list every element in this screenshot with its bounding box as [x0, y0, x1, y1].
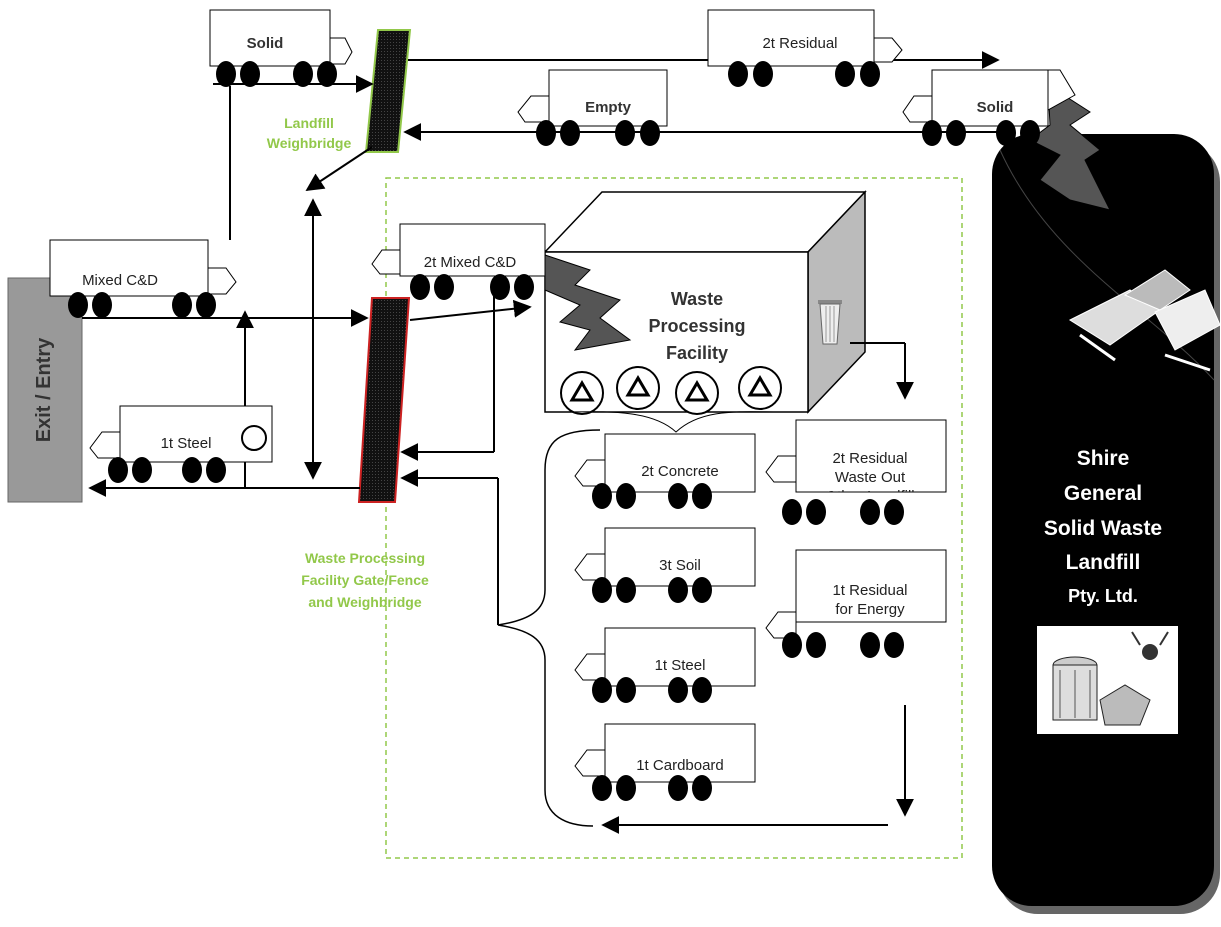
wpf-gate-label-1: Waste Processing	[305, 550, 425, 566]
landfill-line-1: Shire	[1077, 447, 1130, 470]
truck-2t-mixed-cd-label: 2t Mixed C&D	[424, 254, 517, 271]
landfill-weighbridge-label-2: Weighbridge	[267, 135, 352, 151]
truck-residual-out: 2t Residual Waste Out Other Landfill	[766, 420, 946, 525]
wpf-label-1: Waste	[671, 289, 723, 309]
garbage-bins-picture	[1037, 626, 1178, 734]
truck-2t-concrete-label: 2t Concrete	[641, 463, 719, 480]
truck-3t-soil-label: 3t Soil	[659, 557, 701, 574]
truck-3t-soil: 3t Soil	[575, 528, 755, 603]
truck-2t-mixed-cd: 2t Mixed C&D	[372, 224, 545, 300]
recycle-icon	[676, 372, 718, 414]
landfill-weighbridge	[366, 30, 410, 152]
truck-residual-out-line-1: 2t Residual	[832, 450, 907, 467]
truck-solid-top: Solid	[210, 10, 352, 87]
truck-empty-label: Empty	[585, 99, 632, 116]
truck-residual-energy-line-2: for Energy	[835, 601, 905, 618]
truck-2t-residual-label: 2t Residual	[762, 35, 837, 52]
truck-mixed-cd-label: Mixed C&D	[82, 272, 158, 289]
truck-1t-cardboard-label: 1t Cardboard	[636, 757, 724, 774]
landfill-line-4: Landfill	[1066, 551, 1141, 574]
wpf-label-3: Facility	[666, 343, 728, 363]
truck-residual-energy-line-1: 1t Residual	[832, 582, 907, 599]
landfill-site: Shire General Solid Waste Landfill Pty. …	[992, 134, 1220, 914]
truck-1t-steel: 1t Steel	[575, 628, 755, 703]
landfill-line-5: Pty. Ltd.	[1068, 586, 1138, 606]
truck-solid-right-label: Solid	[977, 99, 1014, 116]
recycle-icon	[739, 367, 781, 409]
truck-mixed-cd: Mixed C&D	[50, 240, 236, 318]
truck-residual-out-line-2: Waste Out	[835, 469, 906, 486]
truck-2t-concrete: 2t Concrete	[575, 434, 755, 509]
wpf-weighbridge	[359, 298, 409, 502]
wpf-gate-label-2: Facility Gate/Fence	[301, 572, 429, 588]
landfill-line-3: Solid Waste	[1044, 517, 1162, 540]
wpf-gate-label-3: and Weighbridge	[308, 594, 422, 610]
wpf-label-2: Processing	[648, 316, 745, 336]
truck-residual-energy: 1t Residual for Energy Recovery	[766, 550, 946, 658]
truck-1t-steel-label: 1t Steel	[655, 657, 706, 674]
recycle-icon	[242, 426, 266, 450]
bracket-top	[560, 412, 780, 432]
recycle-icon	[561, 372, 603, 414]
truck-empty: Empty	[518, 70, 667, 146]
truck-1t-steel-left-label: 1t Steel	[161, 435, 212, 452]
landfill-weighbridge-label-1: Landfill	[284, 115, 334, 131]
recycle-icon	[617, 367, 659, 409]
landfill-line-2: General	[1064, 482, 1142, 505]
truck-2t-residual: 2t Residual	[708, 10, 902, 87]
truck-1t-cardboard: 1t Cardboard	[575, 724, 755, 801]
exit-entry-label: Exit / Entry	[33, 337, 55, 442]
truck-solid-top-label: Solid	[247, 35, 284, 52]
